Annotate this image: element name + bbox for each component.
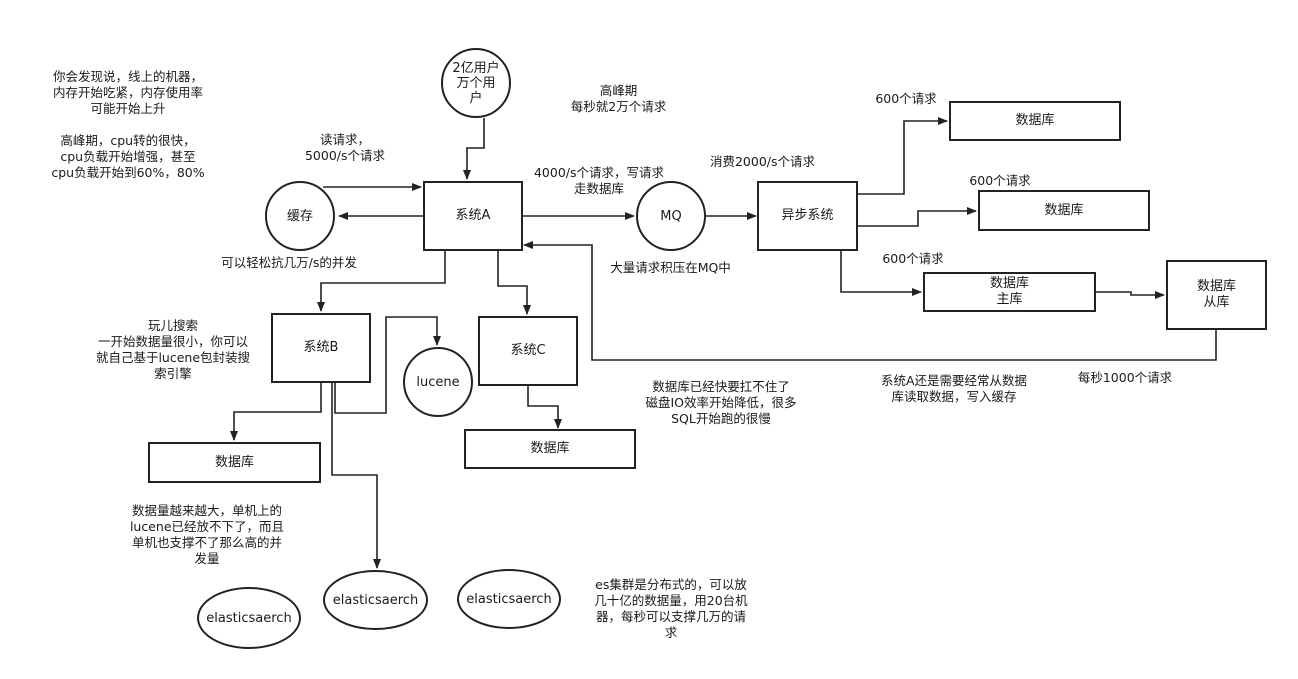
arrow-system-b-to-db-b: [230, 383, 322, 441]
arrow-async-to-db-master: [840, 251, 922, 296]
elasticsearch-node-2: elasticsaerch: [323, 570, 428, 630]
arrow-system-c-to-db-c: [527, 386, 562, 429]
arrow-users-to-system-a: [463, 118, 485, 180]
system-a-node: 系统A: [423, 181, 523, 251]
elasticsearch-node-3: elasticsaerch: [457, 569, 561, 629]
es-cluster-note: es集群是分布式的，可以放 几十亿的数据量，用20台机 器，每秒可以支撑几万的请…: [594, 577, 748, 640]
lucene-limit-note: 数据量越来越大，单机上的 lucene已经放不下了，而且 单机也支撑不了那么高的…: [129, 503, 285, 566]
arrow-system-a-to-system-b: [317, 251, 446, 312]
database-slave-node: 数据库 从库: [1166, 260, 1267, 330]
system-b-node: 系统B: [271, 313, 371, 383]
database-node-c: 数据库: [464, 429, 636, 469]
request-count-note-2: 600个请求: [969, 173, 1031, 188]
lucene-node: lucene: [403, 347, 473, 417]
read-request-note: 读请求， 5000/s个请求: [304, 132, 386, 163]
arrow-system-a-to-system-c: [497, 251, 531, 315]
arrow-db-master-to-slave: [1096, 291, 1165, 299]
peak-note: 高峰期 每秒就2万个请求: [570, 83, 667, 114]
arrow-system-b-to-lucene: [334, 316, 441, 414]
system-a-read-note: 系统A还是需要经常从数据 库读取数据，写入缓存: [880, 373, 1028, 404]
database-node-b: 数据库: [148, 442, 321, 483]
database-node-1: 数据库: [949, 101, 1121, 141]
arrow-async-to-db2: [858, 207, 977, 227]
system-c-node: 系统C: [478, 316, 578, 386]
arrow-system-b-to-es: [331, 383, 381, 569]
arrow-async-to-db1: [858, 117, 948, 195]
request-count-note-1: 600个请求: [875, 91, 937, 106]
users-node: 2亿用户 万个用 户: [441, 48, 511, 118]
per-second-note: 每秒1000个请求: [1077, 370, 1173, 385]
elasticsearch-node-1: elasticsaerch: [197, 587, 301, 649]
mq-node: MQ: [636, 181, 706, 251]
mq-backlog-note: 大量请求积压在MQ中: [610, 260, 731, 275]
machine-load-note: 你会发现说，线上的机器， 内存开始吃紧，内存使用率 可能开始上升 高峰期，cpu…: [51, 69, 205, 180]
search-note: 玩儿搜索 一开始数据量很小，你可以 就自己基于lucene包封装搜 索引擎: [95, 318, 251, 381]
write-request-note: 4000/s个请求，写请求 走数据库: [533, 165, 665, 196]
database-master-node: 数据库 主库: [923, 272, 1096, 312]
cache-node: 缓存: [265, 181, 335, 251]
database-node-2: 数据库: [978, 190, 1150, 231]
arrow-db-slave-to-system-a: [523, 241, 1217, 361]
request-count-note-3: 600个请求: [882, 251, 944, 266]
async-system-node: 异步系统: [757, 181, 858, 251]
cache-capacity-note: 可以轻松抗几万/s的并发: [221, 255, 357, 270]
database-slow-note: 数据库已经快要扛不住了 磁盘IO效率开始降低，很多 SQL开始跑的很慢: [645, 379, 797, 426]
consume-note: 消费2000/s个请求: [709, 154, 816, 169]
